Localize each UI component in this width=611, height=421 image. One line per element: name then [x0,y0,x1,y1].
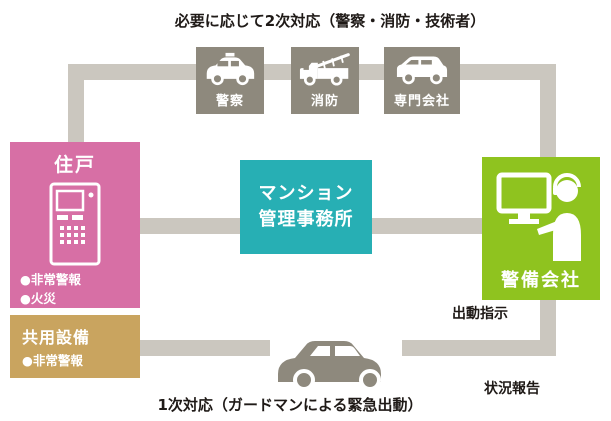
residence-box: 住戸 ●非常警報 ●火災 [10,142,140,308]
connector-top-right-vertical [540,64,556,160]
security-company-box: 警備会社 [482,157,600,300]
secondary-response-note: 必要に応じて2次対応（警察・消防・技術者） [174,12,486,30]
common-facilities-title: 共用設備 [22,328,91,347]
fire-box: 消防 [291,47,359,114]
connector-top-left-vertical [68,64,84,144]
management-title-line1: マンション [258,182,354,204]
specialist-box: 専門会社 [384,47,460,114]
guard-car-icon [270,330,402,394]
intercom-icon [10,177,140,266]
fire-label: 消防 [310,94,339,109]
dispatch-label: 出動指示 [452,306,508,322]
management-office-box: マンション 管理事務所 [240,160,372,254]
fire-truck-icon [291,47,359,90]
connector-bottom-right-vertical [540,298,556,356]
residence-item-fire: ●火災 [20,291,56,307]
security-operator-icon [495,157,587,261]
report-label: 状況報告 [484,381,540,397]
primary-response-note: 1次対応（ガードマンによる緊急出動） [157,396,423,414]
residence-title: 住戸 [53,154,96,176]
police-box: 警察 [196,47,264,114]
residence-item-alarm: ●非常警報 [20,272,81,287]
police-car-icon [196,47,264,90]
security-company-title: 警備会社 [501,270,581,291]
management-title-line2: 管理事務所 [258,209,354,230]
common-facilities-item: ●非常警報 [22,353,83,368]
common-facilities-box: 共用設備 ●非常警報 [10,315,140,378]
connector-management-security [372,218,482,234]
specialist-label: 専門会社 [393,94,450,109]
connector-residence-management [140,218,240,234]
company-car-icon [384,47,460,90]
police-label: 警察 [215,94,244,109]
